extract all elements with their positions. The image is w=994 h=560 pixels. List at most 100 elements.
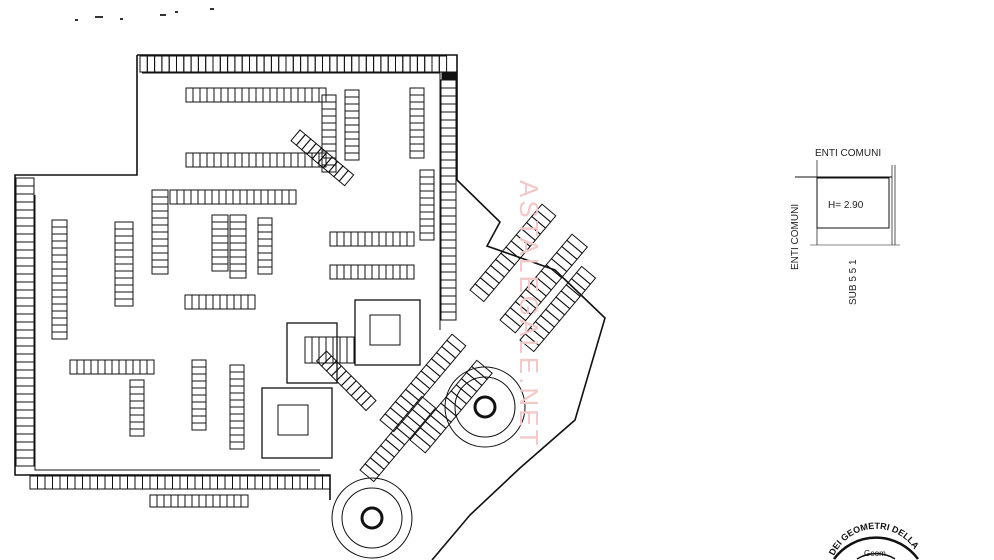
parking-stall <box>440 303 457 313</box>
parking-stall <box>229 249 247 258</box>
parking-stall <box>209 475 218 490</box>
parking-stall <box>440 183 457 193</box>
parking-stall <box>190 189 199 205</box>
parking-stall <box>440 159 457 169</box>
parking-stall <box>274 189 283 205</box>
parking-stall <box>240 294 249 310</box>
parking-stall <box>15 225 35 235</box>
parking-row <box>184 294 256 310</box>
parking-stall <box>283 87 292 103</box>
parking-stall <box>229 242 247 251</box>
parking-stall <box>129 414 145 423</box>
parking-stall <box>15 425 35 435</box>
parking-stall <box>344 117 360 126</box>
parking-stall <box>419 211 435 220</box>
parking-stall <box>226 494 235 508</box>
parking-stall <box>15 321 35 331</box>
parking-stall <box>419 190 435 199</box>
parking-stall <box>409 94 425 103</box>
parking-stall <box>51 303 68 312</box>
parking-stall <box>151 189 169 198</box>
parking-stall <box>409 115 425 124</box>
parking-stall <box>257 224 273 233</box>
parking-stall <box>132 359 141 375</box>
parking-stall <box>15 193 35 203</box>
parking-stall <box>440 271 457 281</box>
parking-stall <box>15 457 35 467</box>
parking-stall <box>52 475 61 490</box>
parking-stall <box>194 475 203 490</box>
parking-stall <box>440 263 457 273</box>
parking-stall <box>429 408 452 430</box>
parking-stall <box>399 231 408 247</box>
parking-stall <box>321 129 337 138</box>
parking-stall <box>283 152 292 168</box>
parking-stall <box>202 475 211 490</box>
parking-stall <box>129 379 145 388</box>
parking-stall <box>227 152 236 168</box>
parking-stall <box>154 55 163 73</box>
inner-wall <box>142 72 441 330</box>
parking-stall <box>197 55 207 73</box>
parking-stall <box>304 336 313 364</box>
parking-stall <box>229 263 247 272</box>
parking-stall <box>395 55 404 73</box>
parking-stall <box>51 289 68 298</box>
parking-stall <box>172 475 181 490</box>
parking-stall <box>129 386 145 395</box>
parking-stall <box>204 189 213 205</box>
parking-stall <box>226 294 235 310</box>
parking-stall <box>409 136 425 145</box>
parking-stall <box>199 87 208 103</box>
parking-stall <box>129 428 145 437</box>
parking-row <box>229 214 247 279</box>
parking-stall <box>440 311 457 321</box>
parking-stall <box>191 373 207 382</box>
parking-stall <box>211 189 220 205</box>
parking-stall <box>191 415 207 424</box>
parking-stall <box>51 247 68 256</box>
parking-row <box>185 152 327 168</box>
parking-stall <box>288 189 297 205</box>
parking-stall <box>149 494 158 508</box>
parking-stall <box>170 494 179 508</box>
parking-stall <box>229 270 247 279</box>
parking-stall <box>269 152 278 168</box>
parking-stall <box>51 240 68 249</box>
parking-stall <box>114 228 134 237</box>
parking-stall <box>74 475 83 490</box>
parking-row <box>191 359 207 431</box>
label-enti-comuni-top: ENTI COMUNI <box>815 148 881 159</box>
parking-stall <box>419 225 435 234</box>
parking-stall <box>233 294 242 310</box>
parking-stall <box>344 131 360 140</box>
parking-stall <box>350 231 359 247</box>
parking-row <box>257 217 273 275</box>
parking-stall <box>191 408 207 417</box>
parking-stall <box>15 185 35 195</box>
parking-stall <box>206 87 215 103</box>
parking-stall <box>440 127 457 137</box>
parking-stall <box>114 277 134 286</box>
parking-stall <box>15 233 35 243</box>
parking-stall <box>15 177 35 187</box>
parking-stall <box>114 263 134 272</box>
parking-row <box>499 233 589 334</box>
parking-stall <box>191 380 207 389</box>
spiral-ramp <box>454 376 516 438</box>
parking-stall <box>440 247 457 257</box>
parking-stall <box>15 273 35 283</box>
parking-stall <box>336 231 345 247</box>
parking-stall <box>139 359 148 375</box>
parking-stall <box>409 122 425 131</box>
parking-stall <box>392 231 401 247</box>
parking-stall <box>440 295 457 305</box>
parking-stall <box>440 87 457 97</box>
parking-row <box>51 219 68 340</box>
parking-row <box>290 129 355 187</box>
parking-stall <box>351 55 360 73</box>
parking-stall <box>344 89 360 98</box>
parking-stall <box>191 394 207 403</box>
parking-stall <box>440 396 463 417</box>
parking-stall <box>51 324 68 333</box>
